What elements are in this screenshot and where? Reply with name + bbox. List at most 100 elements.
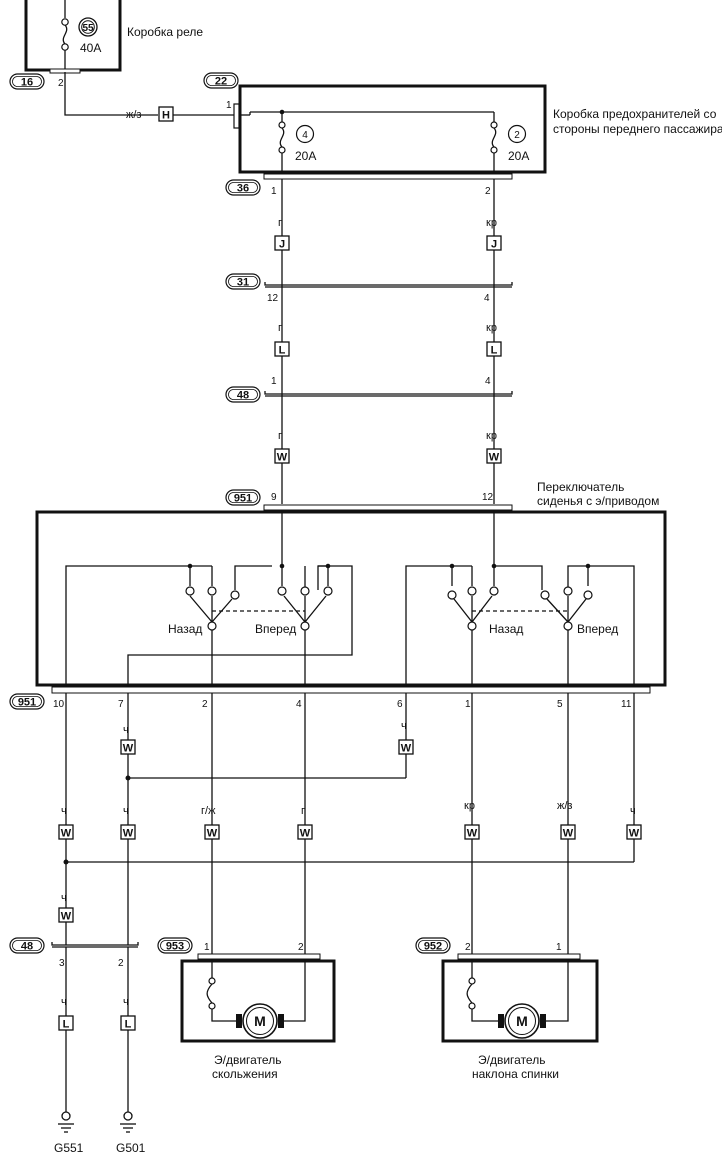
switch-label-2: сиденья с э/приводом: [537, 494, 659, 508]
pin-953-1: 1: [204, 942, 210, 953]
motor-recline-label-2: наклона спинки: [472, 1067, 559, 1081]
pin-16-2: 2: [58, 78, 64, 89]
wire-c1-color: г: [278, 430, 282, 442]
harness-l4-code: L: [125, 1019, 132, 1031]
harness-j1: [274, 235, 290, 251]
connector-951-top-tag: 951: [234, 493, 252, 505]
relay-fuse-number: 55: [82, 23, 94, 34]
motor-slide-label-2: скольжения: [212, 1067, 278, 1081]
pin-48b-2: 2: [118, 958, 124, 969]
harness-w4: [398, 739, 414, 755]
switch-back-left: Назад: [168, 622, 202, 636]
connector-953: 953: [157, 937, 193, 954]
wire-g3-color: ч: [61, 996, 67, 1008]
pin-951b-6: 6: [397, 699, 403, 710]
wire-d6-color: ч: [401, 720, 407, 732]
harness-w4-code: W: [401, 743, 412, 755]
feed-wire: [64, 72, 158, 116]
relay-box-label: Коробка реле: [127, 25, 203, 39]
harness-w3: [120, 739, 136, 755]
harness-w12-code: W: [61, 911, 72, 923]
connector-48-top-tag: 48: [237, 390, 249, 402]
pin-48b-3: 3: [59, 958, 65, 969]
wire-a1-color: г: [278, 217, 282, 229]
wire-e5-color: ж/з: [557, 800, 572, 812]
pin-31-12: 12: [267, 293, 279, 304]
harness-w1-code: W: [277, 452, 288, 464]
wire-f1-color: ч: [61, 892, 67, 904]
harness-l4: [120, 1015, 136, 1031]
harness-w6-code: W: [123, 828, 134, 840]
motor-slide-label-1: Э/двигатель: [214, 1053, 281, 1067]
pin-951b-2: 2: [202, 699, 208, 710]
pin-951b-11: 11: [621, 699, 632, 710]
harness-w2-code: W: [489, 452, 500, 464]
harness-l2-code: L: [491, 345, 498, 357]
harness-l1: [274, 341, 290, 357]
harness-l2: [486, 341, 502, 357]
wire-e1-color: кр: [464, 800, 475, 812]
fuse-2-number: 2: [514, 130, 520, 141]
switch-label-1: Переключатель: [537, 480, 624, 494]
harness-w2: [486, 448, 502, 464]
pin-22-1: 1: [226, 100, 232, 111]
harness-j1-code: J: [279, 239, 285, 251]
harness-w5-code: W: [61, 828, 72, 840]
motor-slide: M: [180, 959, 336, 1043]
connector-48-bottom: 48: [9, 937, 45, 954]
harness-w7-code: W: [207, 828, 218, 840]
ground-g501: G501: [116, 1111, 146, 1155]
pin-951-9: 9: [271, 492, 277, 503]
harness-j2-code: J: [491, 239, 497, 251]
switch-back-right: Назад: [489, 622, 523, 636]
connector-951-bottom: 951: [9, 693, 45, 710]
wire-e10-color: ч: [61, 805, 67, 817]
pin-953-2: 2: [298, 942, 304, 953]
fuse-4-number: 4: [302, 130, 308, 141]
pin-36-2: 2: [485, 186, 491, 197]
switch-fwd-right: Вперед: [577, 622, 618, 636]
pin-951b-4: 4: [296, 699, 302, 710]
wire-a2-color: кр: [486, 217, 497, 229]
fuse-box-label-2: стороны переднего пассажира: [553, 122, 722, 136]
connector-48-top: 48: [225, 386, 261, 403]
connector-36: 36: [225, 179, 261, 196]
connector-16: 16: [9, 73, 45, 90]
switch-fwd-left: Вперед: [255, 622, 296, 636]
pin-951b-10: 10: [53, 699, 65, 710]
wire-e11-color: ч: [630, 805, 636, 817]
motor-recline: M: [441, 959, 599, 1043]
motor-slide-symbol: M: [254, 1013, 266, 1029]
wire-e2-color: г/ж: [201, 805, 216, 817]
harness-w1: [274, 448, 290, 464]
relay-fuse-rating: 40A: [80, 41, 101, 55]
connector-31-tag: 31: [237, 277, 249, 289]
ground-g501-label: G501: [116, 1141, 146, 1155]
fuse-2-rating: 20A: [508, 149, 529, 163]
connector-31: 31: [225, 273, 261, 290]
connector-952-tag: 952: [424, 941, 442, 953]
harness-w10-code: W: [563, 828, 574, 840]
relay-box: 55 40A Коробка реле: [24, 0, 203, 74]
connector-48-bottom-tag: 48: [21, 941, 33, 953]
harness-l1-code: L: [279, 345, 286, 357]
seat-switch: Назад Вперед Назад Вперед: [35, 510, 667, 688]
connector-36-tag: 36: [237, 183, 249, 195]
pin-951b-1: 1: [465, 699, 471, 710]
ground-g551: G551: [54, 1111, 84, 1155]
feed-wire-color: ж/з: [126, 109, 141, 121]
connector-22: 22: [203, 72, 239, 89]
pin-952-1: 1: [556, 942, 562, 953]
pin-951-12: 12: [482, 492, 494, 503]
fuse-box-label-1: Коробка предохранителей со: [553, 107, 717, 121]
motor-recline-label-1: Э/двигатель: [478, 1053, 545, 1067]
harness-j2: [486, 235, 502, 251]
connector-951-top: 951: [225, 489, 261, 506]
fuse-box: 22 4 20A 2 20A Коробка предохранителей с…: [203, 72, 722, 178]
pin-951b-7: 7: [118, 699, 124, 710]
harness-h-code: H: [162, 110, 170, 122]
connector-952: 952: [415, 937, 451, 954]
harness-w11-code: W: [629, 828, 640, 840]
harness-h: [158, 106, 174, 122]
